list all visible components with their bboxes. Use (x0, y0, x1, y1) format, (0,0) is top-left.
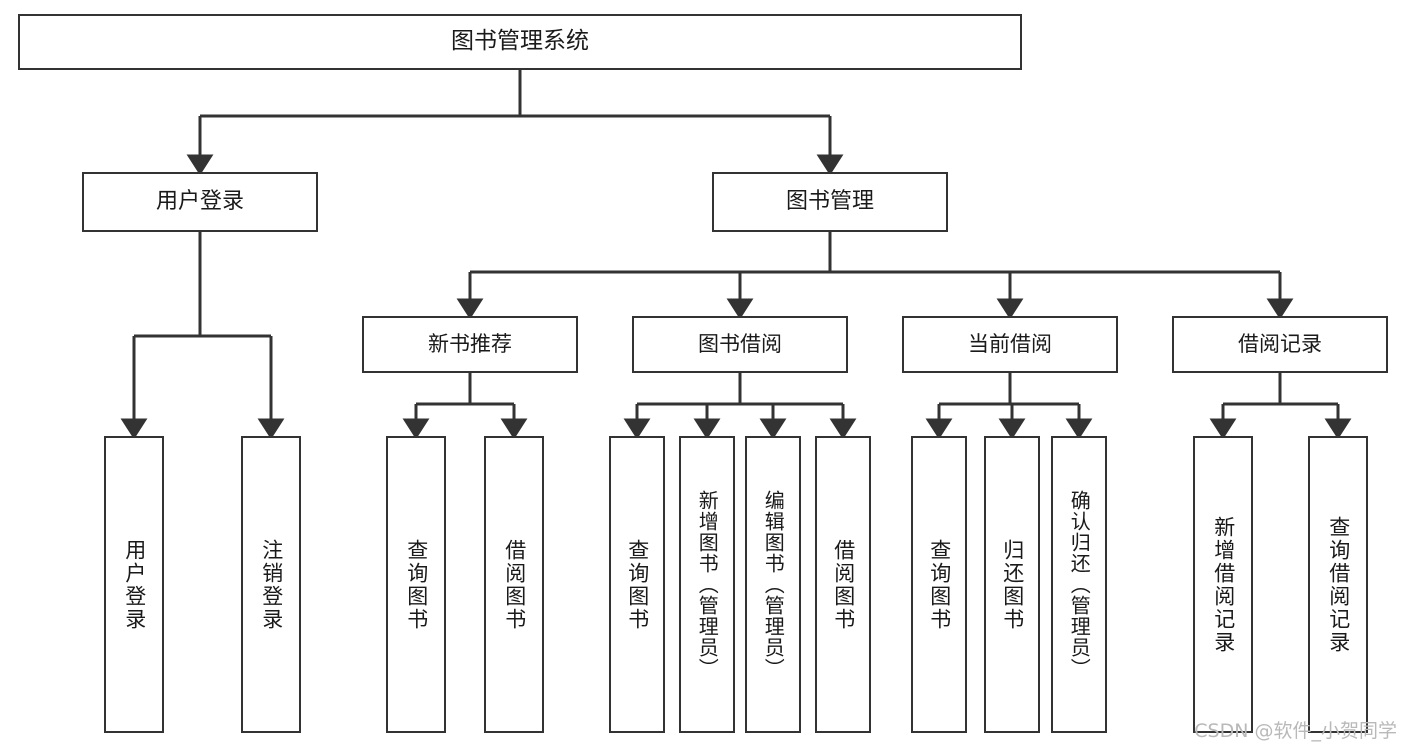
node-leaf-query-borrow-record[interactable]: 查询借阅记录 (1308, 436, 1368, 733)
node-borrow-record[interactable]: 借阅记录 (1172, 316, 1388, 373)
node-leaf-user-login-label: 用户登录 (122, 538, 147, 631)
node-leaf-confirm-return-admin[interactable]: 确认归还（管理员） (1051, 436, 1107, 733)
node-leaf-query-book-borrow-label: 查询图书 (625, 538, 650, 631)
node-book-management[interactable]: 图书管理 (712, 172, 948, 232)
node-leaf-query-book-rec-label: 查询图书 (404, 538, 429, 631)
node-leaf-edit-book-admin-label: 编辑图书（管理员） (761, 490, 786, 679)
node-current-borrow-label: 当前借阅 (968, 331, 1052, 356)
node-new-book-recommend[interactable]: 新书推荐 (362, 316, 578, 373)
node-leaf-borrow-book-rec-label: 借阅图书 (502, 538, 527, 631)
node-leaf-query-book-current[interactable]: 查询图书 (911, 436, 967, 733)
node-book-management-label: 图书管理 (785, 188, 874, 214)
node-leaf-query-book-borrow[interactable]: 查询图书 (609, 436, 665, 733)
node-leaf-return-book[interactable]: 归还图书 (984, 436, 1040, 733)
node-leaf-add-book-admin-label: 新增图书（管理员） (695, 490, 720, 679)
node-user-login[interactable]: 用户登录 (82, 172, 318, 232)
node-root-label: 图书管理系统 (451, 28, 589, 55)
node-leaf-borrow-book-rec[interactable]: 借阅图书 (484, 436, 544, 733)
node-leaf-logout-login[interactable]: 注销登录 (241, 436, 301, 733)
node-leaf-add-borrow-record-label: 新增借阅记录 (1211, 515, 1236, 654)
node-user-login-label: 用户登录 (155, 188, 244, 214)
node-book-borrow-label: 图书借阅 (698, 331, 782, 356)
node-leaf-query-book-rec[interactable]: 查询图书 (386, 436, 446, 733)
node-leaf-query-book-current-label: 查询图书 (927, 538, 952, 631)
node-leaf-logout-login-label: 注销登录 (259, 538, 284, 631)
node-leaf-borrow-book-label: 借阅图书 (831, 538, 856, 631)
watermark-csdn: CSDN @软件_小贺同学 (1194, 720, 1397, 742)
node-leaf-edit-book-admin[interactable]: 编辑图书（管理员） (745, 436, 801, 733)
node-book-borrow[interactable]: 图书借阅 (632, 316, 848, 373)
node-current-borrow[interactable]: 当前借阅 (902, 316, 1118, 373)
node-leaf-user-login[interactable]: 用户登录 (104, 436, 164, 733)
node-root-system[interactable]: 图书管理系统 (18, 14, 1022, 70)
node-borrow-record-label: 借阅记录 (1238, 331, 1322, 356)
node-leaf-query-borrow-record-label: 查询借阅记录 (1326, 515, 1351, 654)
node-leaf-borrow-book[interactable]: 借阅图书 (815, 436, 871, 733)
node-new-book-recommend-label: 新书推荐 (428, 331, 512, 356)
node-leaf-return-book-label: 归还图书 (1000, 538, 1025, 631)
node-leaf-confirm-return-admin-label: 确认归还（管理员） (1067, 490, 1092, 679)
node-leaf-add-book-admin[interactable]: 新增图书（管理员） (679, 436, 735, 733)
node-leaf-add-borrow-record[interactable]: 新增借阅记录 (1193, 436, 1253, 733)
